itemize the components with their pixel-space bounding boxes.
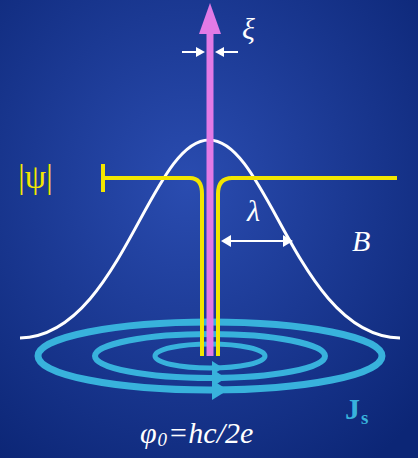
flux-quantum-symbol: φ <box>140 418 157 448</box>
field-label: B <box>352 226 370 256</box>
coherence-length-arrows <box>182 47 238 57</box>
order-parameter-label: |ψ| <box>18 160 53 194</box>
order-parameter-curve <box>103 164 397 356</box>
penetration-depth-label: λ <box>247 196 260 226</box>
penetration-depth-arrow <box>221 235 293 247</box>
flux-quantum-formula: =hc/2e <box>168 418 253 448</box>
current-label: J <box>345 394 360 424</box>
flux-quantum-subscript: 0 <box>158 430 168 449</box>
current-subscript: s <box>361 408 368 427</box>
flux-arrow <box>199 3 221 356</box>
current-arrowheads <box>212 361 228 400</box>
coherence-length-label: ξ <box>242 14 255 44</box>
